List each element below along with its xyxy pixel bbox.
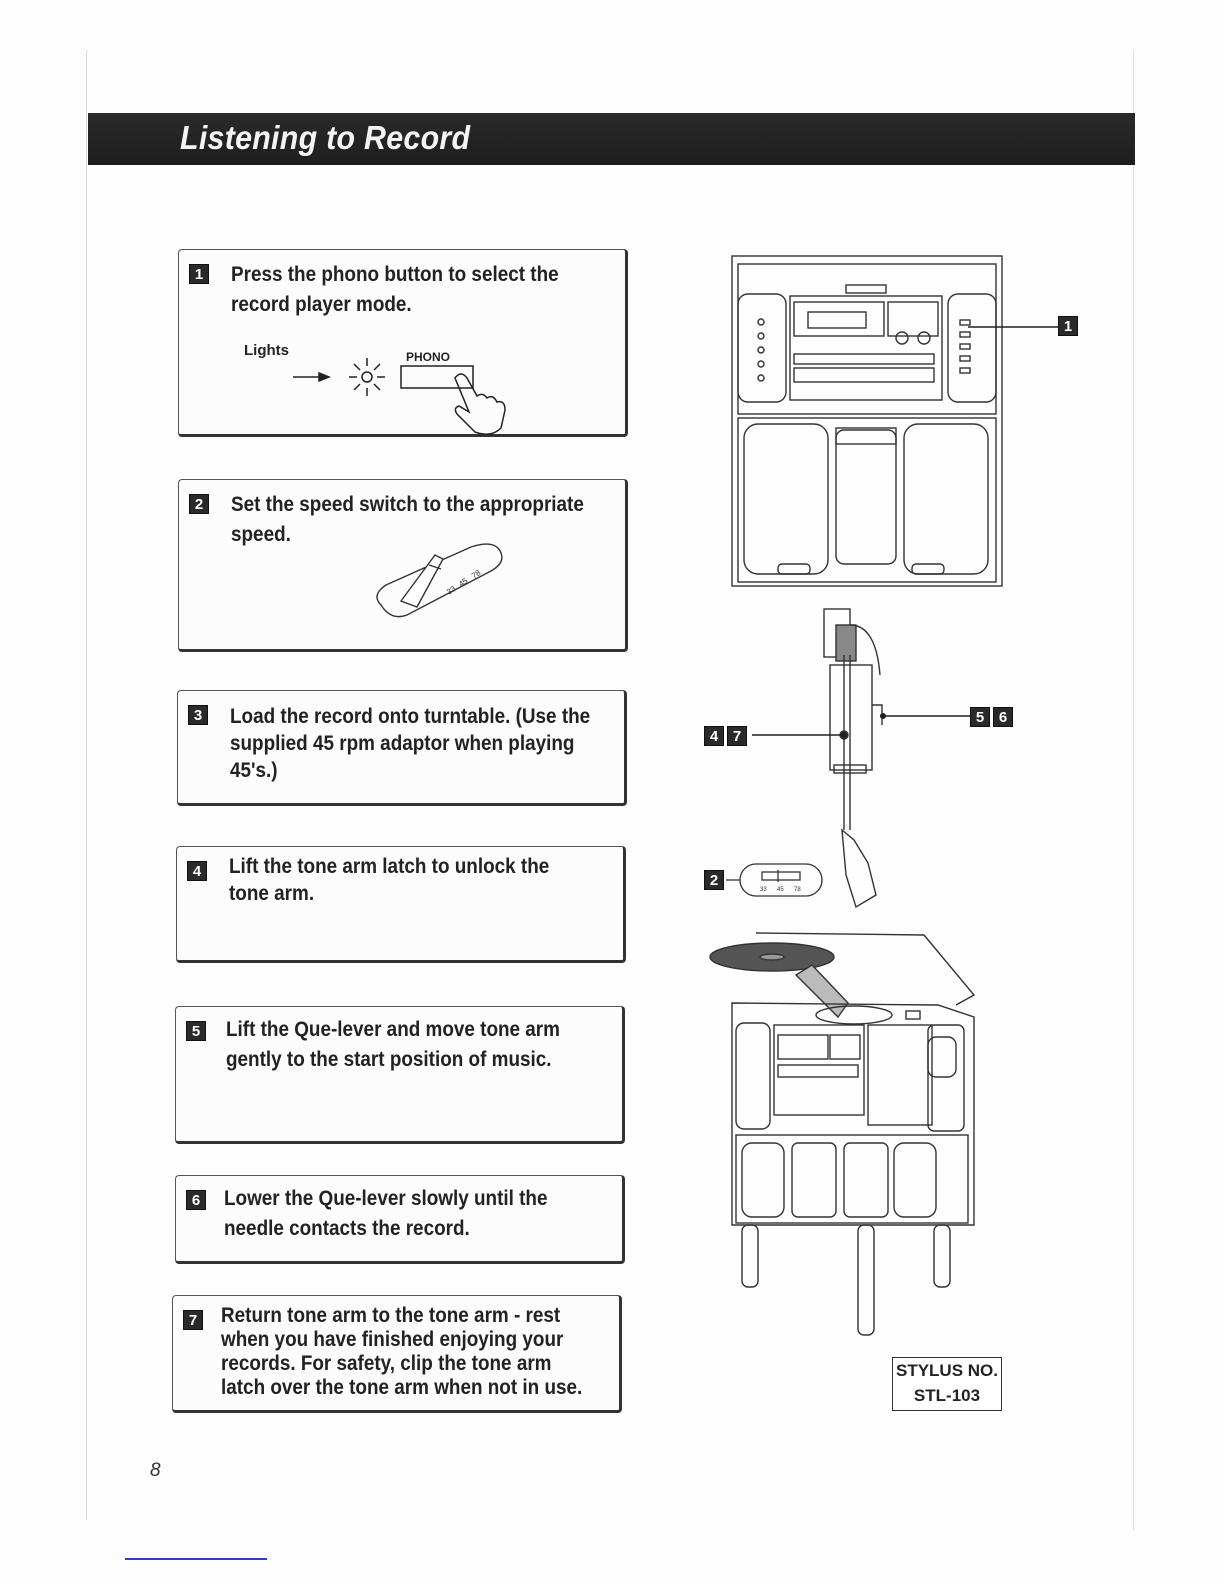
- speed-switch-small-illustration: 33 45 78: [726, 863, 823, 897]
- stylus-number-box: STYLUS NO. STL-103: [892, 1357, 1002, 1411]
- step-number: 2: [189, 494, 209, 514]
- page-edge-right: [1133, 50, 1134, 1530]
- step-number: 1: [189, 264, 209, 284]
- step-number: 3: [188, 705, 208, 725]
- step-number: 4: [187, 861, 207, 881]
- callout-6: 6: [993, 707, 1013, 727]
- stylus-label: STYLUS NO.: [895, 1361, 998, 1380]
- step-text: Set the speed switch to the appropriate …: [231, 493, 584, 546]
- page-title: Listening to Record: [180, 119, 471, 156]
- page-number: 8: [150, 1460, 161, 1481]
- step-7-box: 7 Return tone arm to the tone arm - rest…: [172, 1295, 622, 1413]
- stereo-cabinet-front-illustration: [731, 255, 1003, 587]
- tone-arm-illustration: [823, 608, 883, 909]
- step-1-box: 1 Press the phono button to select the r…: [178, 249, 628, 437]
- speed-mark-45: 45: [457, 576, 470, 589]
- step-6-box: 6 Lower the Que-lever slowly until the n…: [175, 1175, 625, 1264]
- step-number: 5: [186, 1021, 206, 1041]
- lights-label: Lights: [244, 342, 289, 359]
- callout-line-1: [968, 326, 1058, 328]
- callout-5: 5: [970, 707, 990, 727]
- step-text: Return tone arm to the tone arm - rest w…: [221, 1304, 583, 1399]
- step-text: Press the phono button to select the rec…: [231, 263, 559, 316]
- callout-2: 2: [704, 870, 724, 890]
- stylus-model: STL-103: [913, 1386, 981, 1405]
- speed-mark-78: 78: [470, 568, 483, 581]
- step-2-box: 2 Set the speed switch to the appropriat…: [178, 479, 628, 652]
- page-edge-left: [86, 50, 87, 1520]
- speed-switch-illustration: 33 45 78: [376, 543, 503, 618]
- footer-rule: [125, 1558, 267, 1560]
- stereo-cabinet-perspective-illustration: [709, 932, 976, 1336]
- phono-button-illustration: [293, 358, 506, 435]
- step-5-box: 5 Lift the Que-lever and move tone arm g…: [175, 1006, 625, 1144]
- step-text: Load the record onto turntable. (Use the…: [230, 705, 591, 782]
- step-3-box: 3 Load the record onto turntable. (Use t…: [177, 690, 627, 806]
- small-speed-mark-78: 78: [794, 887, 801, 893]
- step-4-box: 4 Lift the tone arm latch to unlock the …: [176, 846, 626, 963]
- step-text: Lift the tone arm latch to unlock the to…: [229, 855, 550, 905]
- small-speed-mark-33: 33: [760, 887, 767, 893]
- callout-7: 7: [727, 726, 747, 746]
- step-number: 6: [186, 1190, 206, 1210]
- callout-1: 1: [1058, 316, 1078, 336]
- callout-4: 4: [704, 726, 724, 746]
- step-number: 7: [183, 1310, 203, 1330]
- step-text: Lower the Que-lever slowly until the nee…: [224, 1187, 548, 1240]
- phono-label: PHONO: [406, 350, 451, 364]
- callout-line-4-7: [752, 734, 842, 736]
- small-speed-mark-45: 45: [777, 887, 784, 893]
- step-text: Lift the Que-lever and move tone arm gen…: [226, 1018, 560, 1071]
- header-band: Listening to Record: [88, 113, 1135, 165]
- callout-line-5-6: [880, 713, 970, 719]
